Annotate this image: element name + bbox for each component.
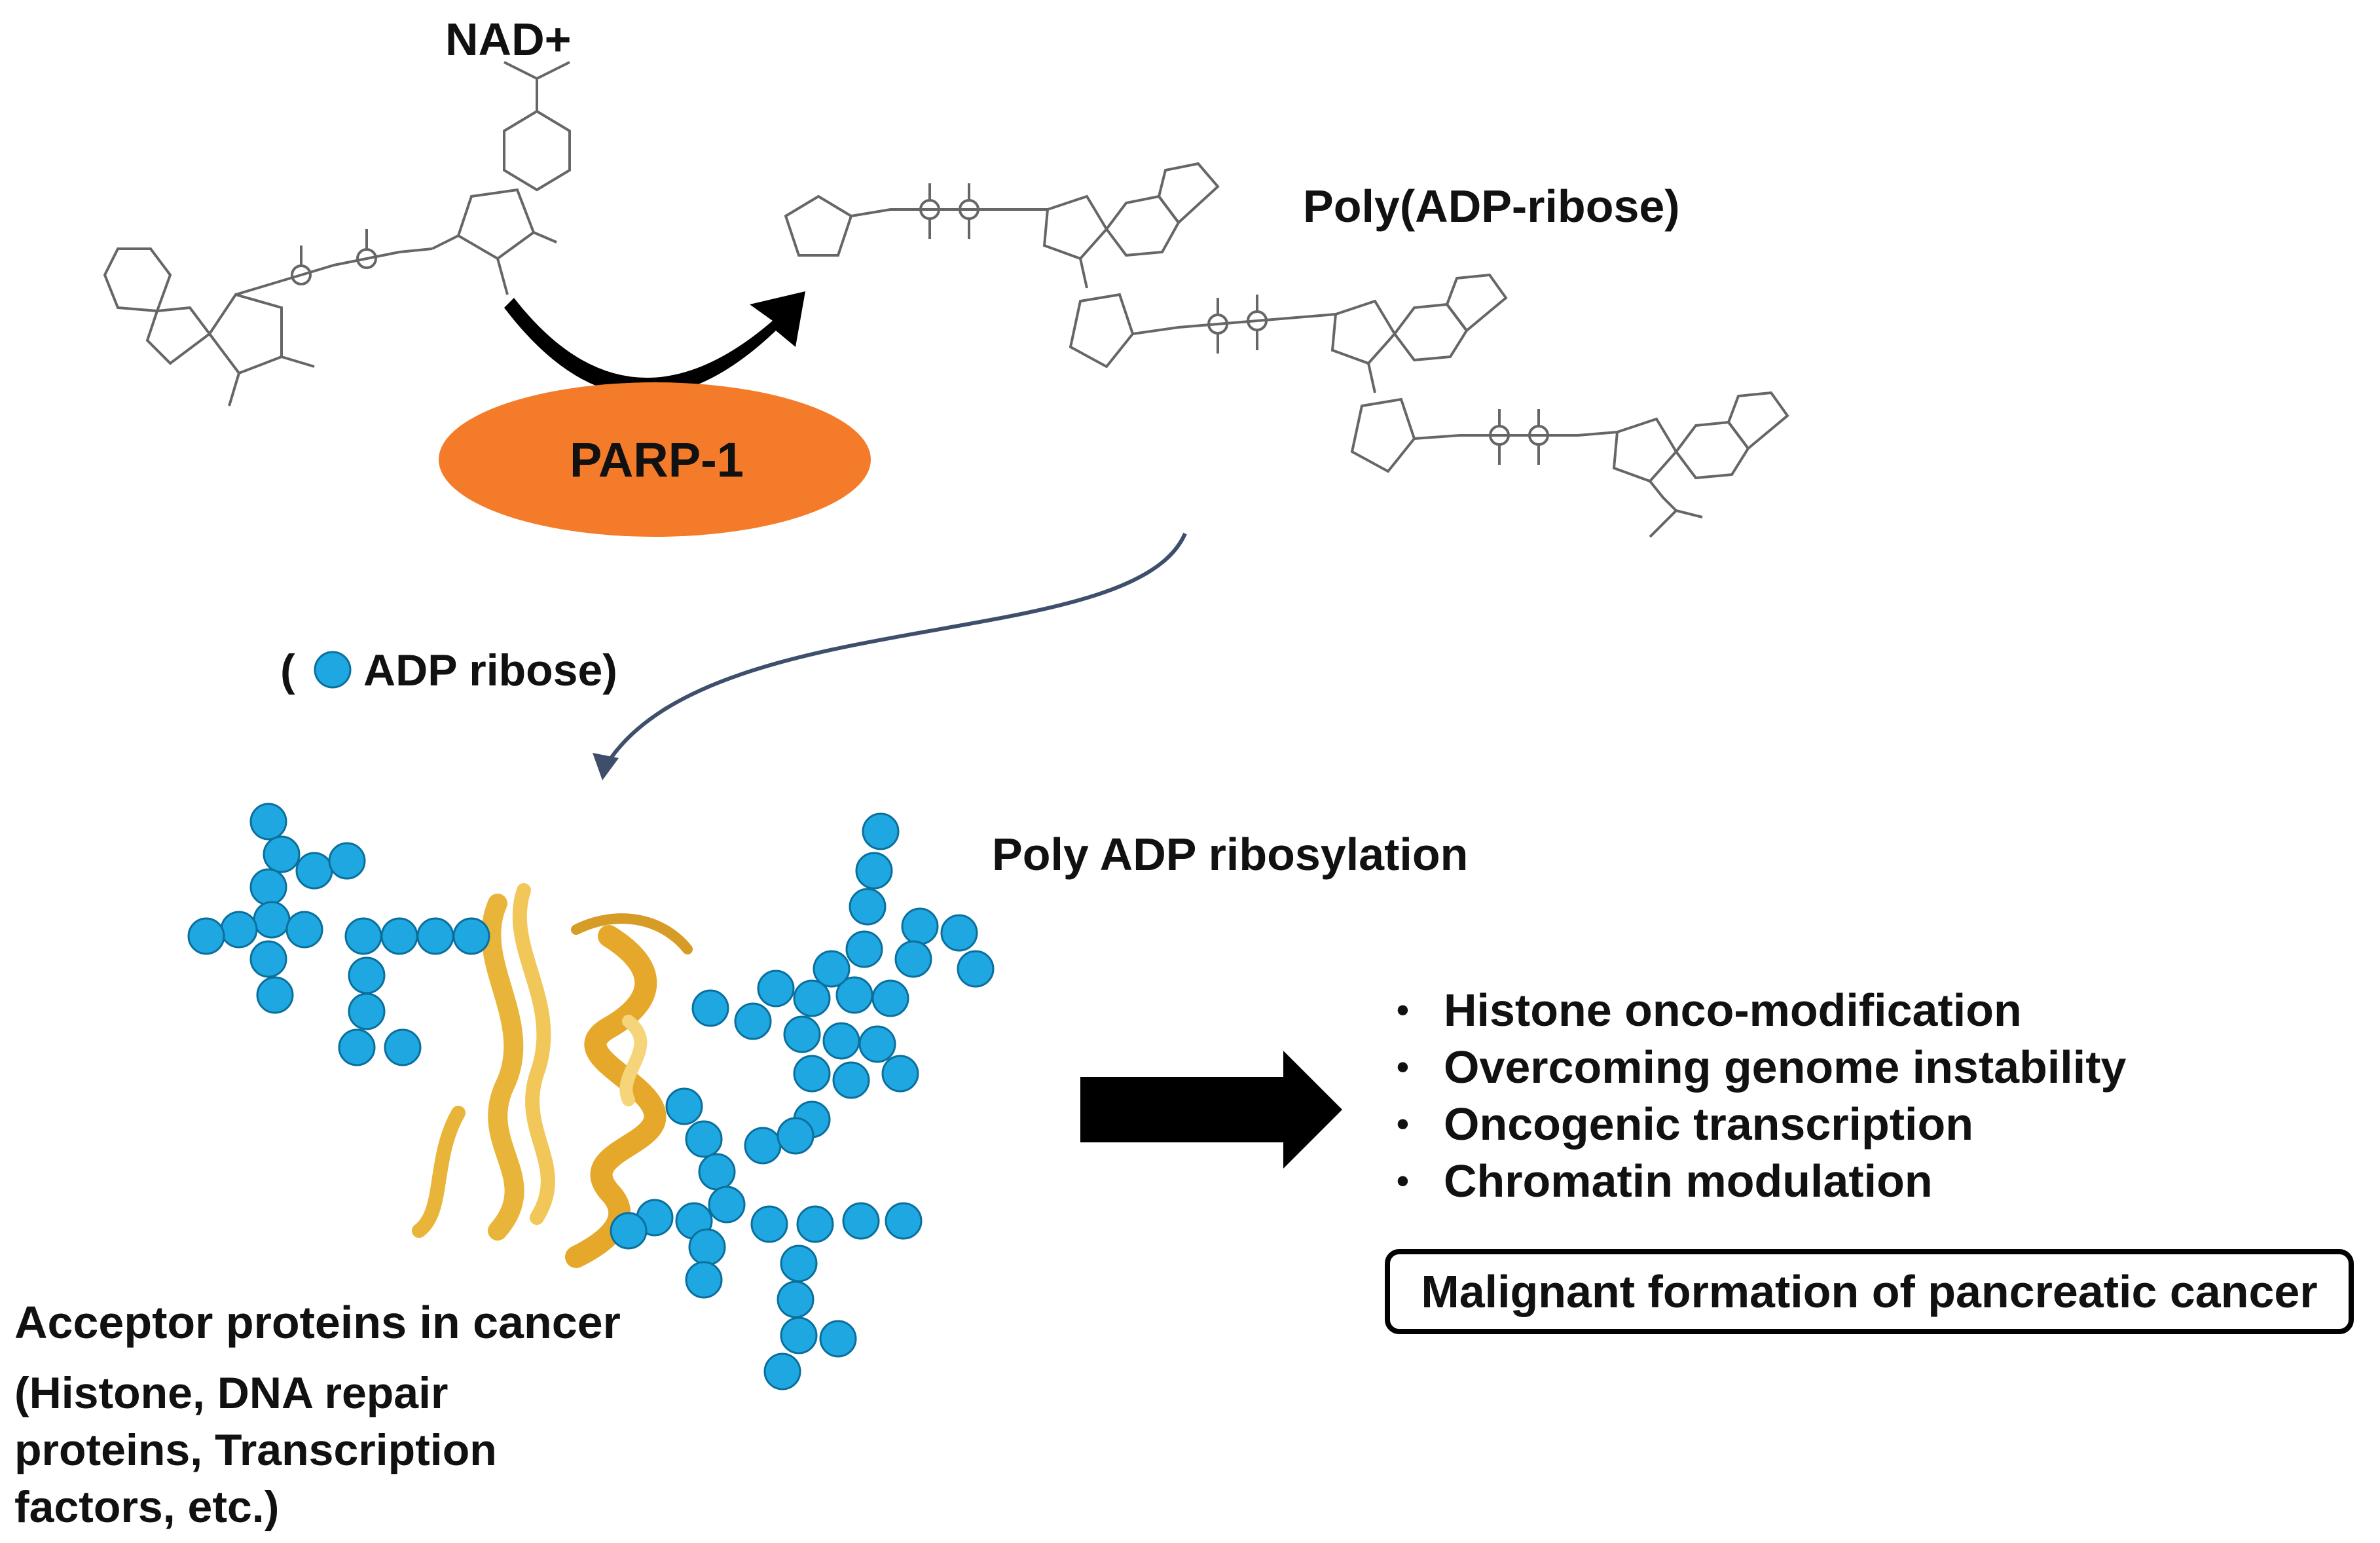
legend-open-paren: ( (280, 645, 295, 695)
adp-ribose-bead (249, 803, 287, 841)
adp-ribose-bead (881, 1055, 919, 1093)
adp-ribose-bead (813, 950, 851, 988)
effect-text: Oncogenic transcription (1444, 1098, 1973, 1150)
adp-ribose-bead (835, 976, 873, 1014)
pathway-arrow-icon (604, 532, 1187, 769)
adp-ribose-bead (842, 1202, 880, 1240)
poly-adp-ribose-structure (784, 162, 1789, 538)
adp-ribose-bead (416, 917, 454, 955)
adp-ribose-bead (187, 917, 225, 955)
effect-item: • Chromatin modulation (1391, 1153, 2126, 1210)
effect-item: • Histone onco-modification (1391, 982, 2126, 1039)
adp-ribose-bead (777, 1117, 815, 1155)
adp-ribose-bead (855, 852, 893, 890)
acceptor-proteins-title: Acceptor proteins in cancer (14, 1297, 621, 1348)
adp-ribose-bead (338, 1028, 376, 1066)
adp-ribose-bead (744, 1127, 782, 1165)
adp-ribose-bead (253, 901, 291, 939)
parp1-enzyme (439, 382, 871, 537)
effect-text: Overcoming genome instability (1444, 1042, 2127, 1093)
adp-ribose-legend-label: ADP ribose) (363, 645, 617, 695)
nad-structure (103, 61, 571, 407)
adp-ribose-bead (793, 1055, 831, 1093)
adp-ribose-bead (757, 970, 795, 1007)
effect-arrow-icon (1080, 1051, 1342, 1169)
parp1-label: PARP-1 (570, 433, 744, 487)
adp-ribose-bead (901, 907, 939, 945)
adp-ribose-bead (348, 956, 386, 994)
effect-text: Chromatin modulation (1444, 1155, 1933, 1207)
effect-item: • Overcoming genome instability (1391, 1039, 2126, 1096)
reaction-arrow-icon (504, 291, 805, 396)
adp-ribose-bead (885, 1202, 923, 1240)
adp-ribose-bead (698, 1153, 736, 1191)
adp-ribose-bead (734, 1002, 772, 1040)
adp-ribose-bead (665, 1087, 703, 1125)
adp-ribose-bead (295, 852, 333, 890)
adp-ribose-bead (249, 940, 287, 978)
bullet-icon: • (1397, 1047, 1409, 1087)
adp-ribose-bead (685, 1261, 723, 1299)
adp-ribose-bead (858, 1025, 896, 1063)
adp-ribose-bead (263, 835, 301, 873)
effects-list: • Histone onco-modification • Overcoming g… (1391, 982, 2126, 1210)
outcome-text: Malignant formation of pancreatic cancer (1421, 1266, 2318, 1317)
adp-ribose-bead (328, 842, 366, 880)
acceptor-proteins-examples: (Histone, DNA repair proteins, Transcrip… (14, 1368, 497, 1532)
adp-ribose-bead (780, 1316, 818, 1354)
poly-adp-ribosylation-label: Poly ADP ribosylation (992, 829, 1469, 880)
poly-adp-ribose-label: Poly(ADP-ribose) (1303, 181, 1680, 232)
adp-ribose-bead (832, 1061, 870, 1099)
adp-ribose-bead (957, 950, 995, 988)
adp-ribose-bead (384, 1028, 422, 1066)
adp-ribose-bead (708, 1186, 746, 1224)
adp-ribose-bead (940, 914, 978, 952)
adp-ribose-bead (452, 917, 490, 955)
poly-adp-ribose-chains (187, 803, 995, 1390)
adp-ribose-bead (793, 979, 831, 1017)
adp-ribose-bead (249, 868, 287, 906)
adp-ribose-bead (796, 1205, 834, 1243)
adp-ribose-bead (691, 989, 729, 1027)
outcome-box: Malignant formation of pancreatic cancer (1385, 1249, 2354, 1334)
bullet-icon: • (1397, 1161, 1409, 1201)
adp-ribose-bead (845, 930, 883, 968)
adp-ribose-bead (822, 1022, 860, 1060)
effect-text: Histone onco-modification (1444, 985, 2022, 1036)
adp-ribose-bead (348, 992, 386, 1030)
adp-ribose-bead (750, 1205, 788, 1243)
bullet-icon: • (1397, 990, 1409, 1030)
adp-ribose-bead (780, 1244, 818, 1282)
adp-ribose-bead (777, 1280, 815, 1318)
adp-ribose-bead (220, 911, 258, 949)
adp-ribose-bead (783, 1015, 821, 1053)
adp-ribose-bead (685, 1120, 723, 1158)
adp-ribose-legend-bead (314, 651, 352, 689)
adp-ribose-bead (285, 911, 323, 949)
adp-ribose-bead (862, 812, 900, 850)
acceptor-protein-icon (412, 883, 693, 1268)
adp-ribose-bead (344, 917, 382, 955)
adp-ribose-bead (256, 976, 294, 1014)
adp-ribose-bead (380, 917, 418, 955)
adp-ribose-bead (871, 979, 909, 1017)
adp-ribose-bead (610, 1212, 648, 1250)
pathway-arrowhead-icon (593, 753, 619, 780)
adp-ribose-bead (688, 1228, 726, 1266)
nad-label: NAD+ (445, 14, 572, 65)
effect-item: • Oncogenic transcription (1391, 1096, 2126, 1153)
adp-ribose-bead (894, 940, 932, 978)
adp-ribose-bead (849, 888, 887, 926)
adp-ribose-bead (763, 1352, 801, 1390)
adp-ribose-bead (819, 1320, 857, 1358)
bullet-icon: • (1397, 1104, 1409, 1144)
